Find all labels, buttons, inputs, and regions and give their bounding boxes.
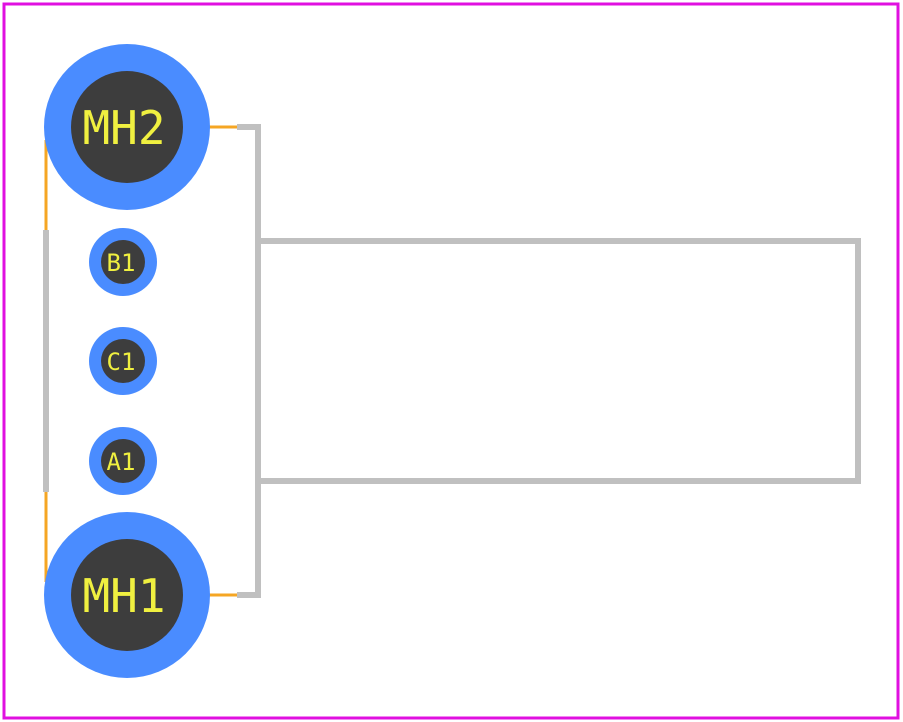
pad-mh2-hole bbox=[71, 71, 183, 183]
pad-c1[interactable]: C1 bbox=[89, 327, 157, 395]
silkscreen-outline bbox=[43, 124, 861, 598]
pad-a1-hole bbox=[101, 439, 145, 483]
pad-c1-hole bbox=[101, 339, 145, 383]
pad-b1[interactable]: B1 bbox=[89, 228, 157, 296]
pad-a1[interactable]: A1 bbox=[89, 427, 157, 495]
silkscreen-bracket bbox=[237, 124, 261, 598]
pad-mh1[interactable]: MH1 bbox=[44, 512, 210, 678]
pad-a1-label: A1 bbox=[107, 448, 136, 476]
pad-b1-label: B1 bbox=[107, 249, 136, 277]
pad-b1-hole bbox=[101, 240, 145, 284]
pad-mh1-label: MH1 bbox=[82, 569, 165, 623]
pad-mh2-label: MH2 bbox=[82, 101, 165, 155]
pad-c1-label: C1 bbox=[107, 348, 136, 376]
pad-mh2[interactable]: MH2 bbox=[44, 44, 210, 210]
silkscreen-body-rect bbox=[255, 238, 861, 484]
pad-mh1-hole bbox=[71, 539, 183, 651]
